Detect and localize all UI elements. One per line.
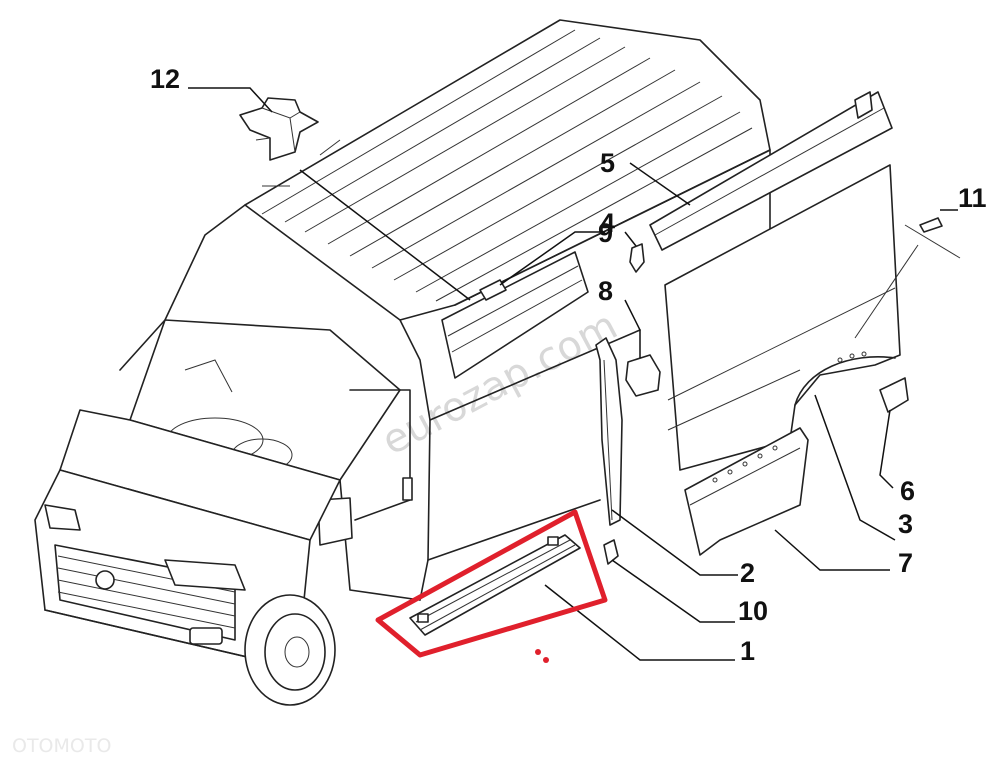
callout-12: 12	[150, 64, 180, 94]
leader-12	[188, 87, 273, 113]
brand-watermark: OTOMOTO	[12, 735, 111, 757]
leader-3	[814, 394, 896, 541]
callout-10: 10	[738, 596, 768, 626]
part-9-clip	[629, 243, 645, 273]
part-5-rail	[649, 91, 893, 251]
leader-7	[774, 529, 890, 571]
callout-8: 8	[598, 276, 613, 306]
part-1-highlight	[375, 509, 608, 658]
callout-11: 11	[958, 183, 987, 213]
leader-12b	[299, 169, 471, 301]
callout-1: 1	[740, 636, 755, 666]
callout-2: 2	[740, 558, 755, 588]
leader-2	[611, 509, 738, 576]
part-6-bracket	[879, 377, 909, 413]
part-3-side-panel	[664, 164, 901, 471]
part-2-pillar	[595, 337, 623, 526]
part-1-sill	[409, 534, 581, 636]
leader-4	[499, 231, 605, 286]
part-12-bracket	[239, 97, 319, 161]
callout-9: 9	[598, 218, 613, 248]
highlight-dot	[535, 649, 541, 655]
highlight-dot-2	[543, 657, 549, 663]
leader-8	[624, 299, 641, 358]
van-outline	[34, 19, 771, 706]
callout-6: 6	[900, 476, 915, 506]
leader-9	[624, 231, 637, 247]
leader-5	[629, 162, 691, 206]
part-8-bracket	[625, 354, 661, 397]
part-11-plug	[919, 217, 943, 233]
part-4-panel	[441, 251, 589, 379]
leader-10	[611, 559, 735, 623]
leader-6	[879, 409, 894, 489]
callout-4: 4	[600, 208, 615, 238]
part-7-lower-panel	[684, 427, 809, 556]
callout-5: 5	[600, 148, 615, 178]
callout-3: 3	[898, 509, 913, 539]
part-10-clip	[603, 539, 619, 565]
callout-7: 7	[898, 548, 913, 578]
